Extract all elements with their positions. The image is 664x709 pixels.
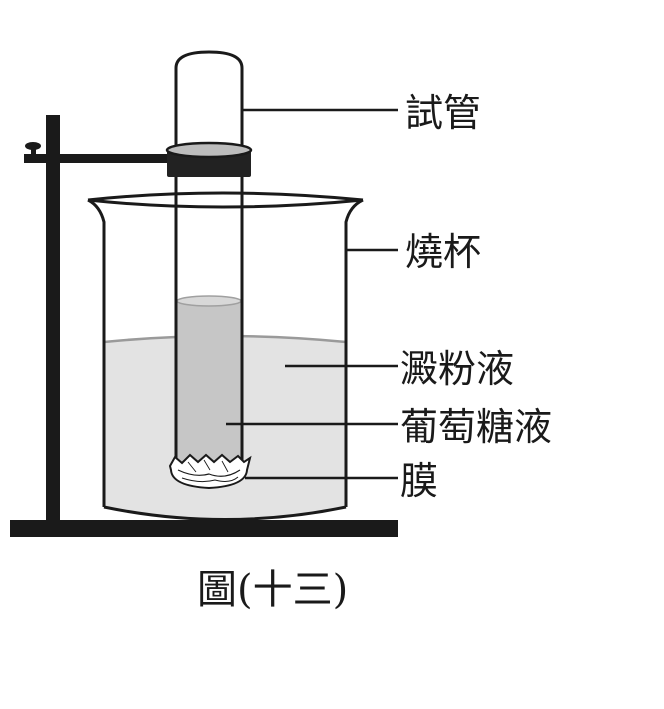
label-glucose-solution: 葡萄糖液 <box>400 405 552 449</box>
clamp-screw <box>31 147 36 163</box>
label-beaker: 燒杯 <box>405 230 481 274</box>
beaker-left-wall <box>87 198 106 507</box>
label-starch-solution: 澱粉液 <box>400 347 514 391</box>
glucose-surface <box>176 295 242 307</box>
clamp-band <box>165 141 253 177</box>
beaker-front-rim <box>87 198 364 209</box>
label-membrane: 膜 <box>400 459 438 503</box>
beaker-right-wall <box>344 198 364 507</box>
clamp-screw-knob <box>25 142 41 150</box>
figure-caption: 圖(十三) <box>197 567 348 613</box>
stand-base <box>10 520 398 537</box>
leader-lines <box>226 108 398 480</box>
membrane <box>168 453 252 490</box>
beaker-back-rim <box>87 191 364 202</box>
clamp-arm <box>24 154 172 163</box>
stand-rod <box>46 115 60 525</box>
label-test-tube: 試管 <box>405 91 481 135</box>
test-tube <box>174 50 244 470</box>
beaker <box>87 198 364 521</box>
ring-stand <box>10 115 398 537</box>
glucose-solution-liquid <box>177 301 241 466</box>
beaker-bottom <box>103 505 347 521</box>
test-tube-mouth <box>174 50 244 69</box>
